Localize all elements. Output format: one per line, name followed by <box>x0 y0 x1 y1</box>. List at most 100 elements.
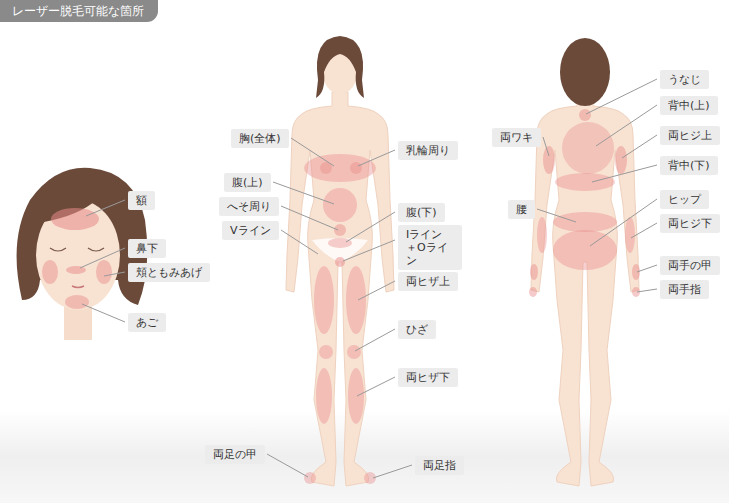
illustration-part <box>51 208 99 230</box>
illustration-part <box>86 200 125 216</box>
illustration-part <box>72 286 84 288</box>
label-text: 両手の甲 <box>668 259 712 272</box>
label-text: 腰 <box>516 203 527 216</box>
area-label: うなじ <box>660 70 709 89</box>
label-text: 両手指 <box>668 283 701 296</box>
illustration-part <box>65 295 89 309</box>
area-label: 腹(下) <box>398 203 445 222</box>
area-label: ヒップ <box>660 190 709 209</box>
label-text: 両ヒザ上 <box>406 275 450 288</box>
illustration-part <box>553 212 617 232</box>
illustration-part <box>358 281 395 300</box>
illustration-part <box>631 223 657 238</box>
illustration-part <box>82 304 125 322</box>
label-text: 両ヒジ下 <box>668 217 712 230</box>
front-figure <box>286 36 394 486</box>
illustration-part <box>637 265 657 272</box>
label-text: Vライン <box>230 224 271 237</box>
illustration-part <box>537 217 547 253</box>
illustration-part <box>625 217 635 253</box>
area-label: 額 <box>128 191 155 210</box>
illustration-part <box>314 266 334 334</box>
illustration-part <box>104 272 125 276</box>
illustration-part <box>319 345 333 359</box>
illustration-part <box>357 377 395 396</box>
area-label: 両手の甲 <box>660 256 720 275</box>
label-text: 両足の甲 <box>213 448 257 461</box>
area-label: 両ヒジ上 <box>660 126 720 145</box>
area-label: ひざ <box>398 320 436 339</box>
area-label: 乳輪周り <box>398 141 458 160</box>
illustration-part <box>543 137 549 156</box>
label-text: 腹(上) <box>232 176 263 189</box>
illustration-part <box>586 79 657 114</box>
label-text: 腹(下) <box>406 206 437 219</box>
illustration-part <box>590 199 657 246</box>
illustration-part <box>316 36 364 98</box>
area-label: 両足の甲 <box>205 445 265 464</box>
label-text: うなじ <box>668 73 701 86</box>
illustration-part <box>537 209 576 222</box>
area-label: 腰 <box>508 200 535 219</box>
illustration-part <box>328 238 352 248</box>
illustration-part <box>281 230 318 254</box>
label-text: 頬ともみあげ <box>136 266 202 279</box>
illustration-part <box>373 465 412 478</box>
illustration-part <box>291 138 334 166</box>
area-label: 両手指 <box>660 280 709 299</box>
area-label: 頬ともみあげ <box>128 263 210 282</box>
label-text: 両足指 <box>423 459 456 472</box>
leader-lines <box>80 79 657 478</box>
illustration-part <box>346 212 395 242</box>
area-label: Iライン ＋Oライン <box>398 225 462 270</box>
illustration-part <box>560 38 610 106</box>
label-text: ひざ <box>406 323 428 336</box>
illustration-part <box>530 264 538 280</box>
illustration-part <box>562 122 614 174</box>
label-text: 額 <box>136 194 147 207</box>
label-text: へそ周り <box>227 200 271 213</box>
label-text: ヒップ <box>668 193 701 206</box>
area-label: 背中(上) <box>660 96 718 115</box>
label-text: 両ワキ <box>500 131 533 144</box>
illustration-part <box>304 154 376 182</box>
area-label: 両ワキ <box>492 128 541 147</box>
illustration-part <box>529 287 537 297</box>
illustration-part <box>355 329 395 351</box>
title-tag: レーザー脱毛可能な箇所 <box>0 0 158 22</box>
illustration-part <box>553 230 617 270</box>
illustration-part <box>555 173 615 191</box>
illustration-part <box>267 454 308 477</box>
illustration-part <box>579 109 591 121</box>
illustration-part <box>316 368 332 424</box>
illustration-part <box>632 264 640 280</box>
illustration-part <box>323 188 357 222</box>
label-text: 鼻下 <box>136 242 158 255</box>
label-text: あご <box>136 316 158 329</box>
label-text: 両ヒザ下 <box>406 371 450 384</box>
illustration-part <box>304 472 316 484</box>
area-label: 両ヒザ上 <box>398 272 458 291</box>
floor-shade <box>0 410 729 503</box>
label-text: 背中(下) <box>668 159 710 172</box>
illustration-part <box>334 224 346 236</box>
area-label: 鼻下 <box>128 239 166 258</box>
back-figure <box>529 38 640 486</box>
illustration-part <box>350 162 362 174</box>
area-label: 胸(全体) <box>231 129 289 148</box>
area-label: 腹(上) <box>224 173 271 192</box>
illustration-part <box>531 92 639 486</box>
illustration-part <box>592 165 657 182</box>
illustration-part <box>50 248 104 251</box>
area-label: あご <box>128 313 166 332</box>
illustration-part <box>348 368 364 424</box>
illustration-part <box>273 182 334 204</box>
illustration-part <box>615 146 627 174</box>
label-text: 背中(上) <box>668 99 710 112</box>
label-text: 両ヒジ上 <box>668 129 712 142</box>
illustration-part <box>543 146 555 174</box>
illustration-part <box>80 248 125 268</box>
label-text: 乳輪周り <box>406 144 450 157</box>
